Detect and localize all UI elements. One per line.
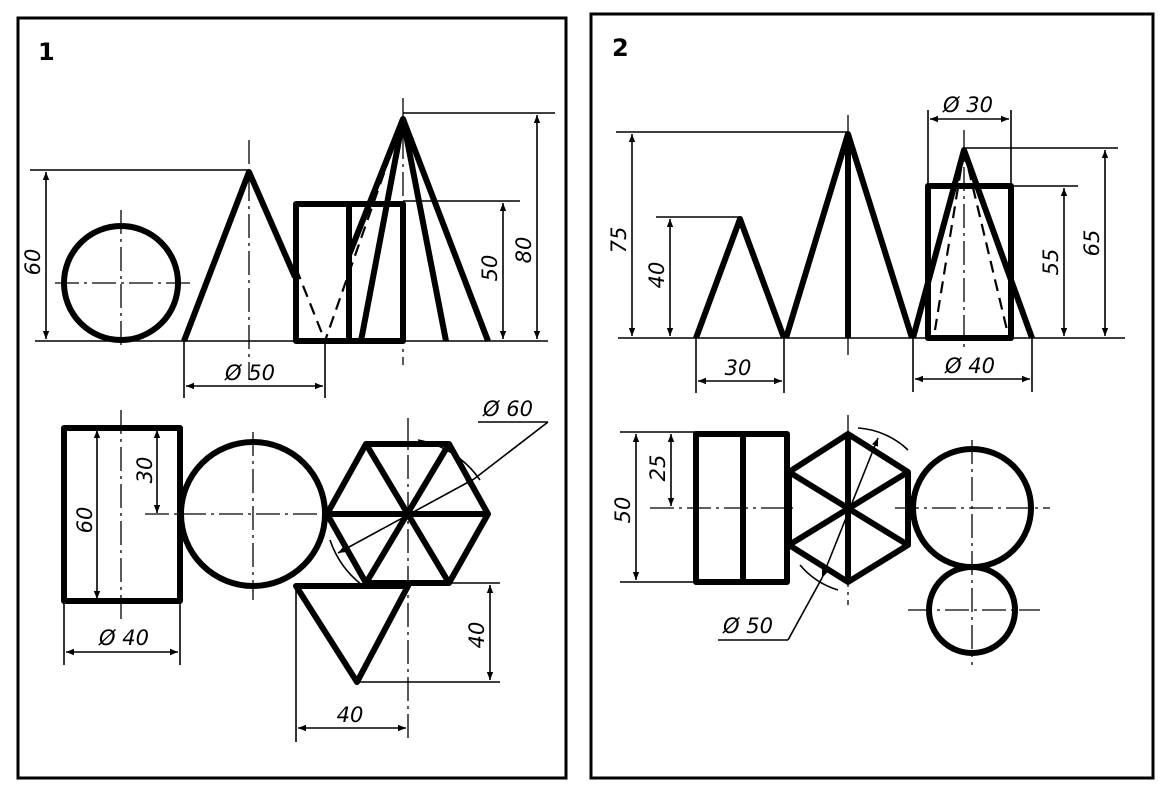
dim-25: 25: [646, 455, 670, 482]
dim-65: 65: [1080, 230, 1104, 257]
cone-front: [181, 169, 298, 343]
dim-dia-60: Ø 60: [482, 397, 533, 421]
panel-2-number: 2: [612, 34, 629, 62]
dim-dia-40-p2: Ø 40: [944, 354, 995, 378]
dim-80: 80: [512, 237, 536, 264]
dim-dia-30: Ø 30: [942, 93, 993, 117]
dim-50: 50: [478, 255, 502, 282]
panel-1-frame: [16, 16, 568, 780]
dim-60-front: 60: [21, 249, 45, 276]
panel-2-front-view: 75 40 30 Ø 30 55 65: [607, 93, 1125, 393]
dim-30: 30: [133, 457, 157, 484]
dim-60-plan: 60: [73, 507, 97, 534]
dim-40-vertical: 40: [465, 622, 489, 649]
panel-2-plan-view: 50 25 Ø 50: [611, 415, 1050, 665]
small-cone-front: [693, 216, 787, 340]
panel-2-frame: [589, 12, 1155, 780]
dim-dia-50-p2: Ø 50: [722, 614, 773, 638]
dim-40-horizontal: 40: [337, 703, 364, 727]
dim-50-p2: 50: [611, 497, 635, 524]
dim-55: 55: [1039, 249, 1063, 276]
dim-40-p2: 40: [645, 262, 669, 289]
panel-1-number: 1: [38, 38, 55, 66]
dim-dia-50: Ø 50: [224, 361, 275, 385]
dim-dia-40-p1: Ø 40: [98, 626, 149, 650]
triangle-plan: [293, 583, 411, 685]
dim-30-p2: 30: [725, 356, 752, 380]
panel-1-plan-view: 60 30 Ø 40 Ø 60: [61, 397, 549, 742]
panel-1-front-view: 60 50 80 Ø 50: [21, 98, 555, 398]
panel-2: 2 75 40 30: [589, 12, 1155, 780]
cylinder-front: [925, 183, 1014, 341]
panel-1: 1 60 50: [16, 16, 568, 780]
dim-75: 75: [607, 227, 631, 254]
